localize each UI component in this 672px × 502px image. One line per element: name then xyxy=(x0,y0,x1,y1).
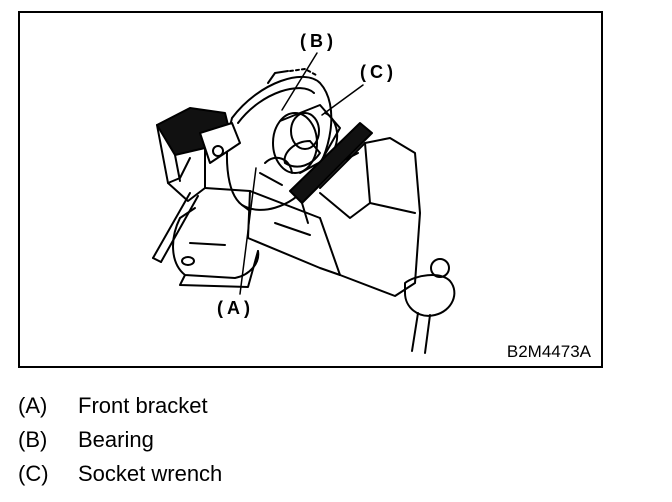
callout-c: (C) xyxy=(360,62,397,82)
callout-b: (B) xyxy=(300,31,337,51)
legend-key: (A) xyxy=(18,393,48,418)
legend: (A) Front bracket (B) Bearing (C) Socket wr… xyxy=(18,391,222,493)
vise-base-drawing xyxy=(172,207,260,288)
legend-item: (B) Bearing xyxy=(18,425,222,459)
legend-item: (C) Socket wrench xyxy=(18,459,222,493)
legend-key: (C) xyxy=(18,461,49,486)
leader-line-b xyxy=(281,52,318,111)
vise-front-jaw xyxy=(247,122,421,297)
legend-label: Socket wrench xyxy=(78,461,223,486)
vise-rear-jaw xyxy=(156,107,251,202)
leader-line-c xyxy=(321,84,364,116)
callout-a: (A) xyxy=(217,298,254,318)
figure-id: B2M4473A xyxy=(506,342,591,361)
legend-item: (A) Front bracket xyxy=(18,391,222,425)
legend-key: (B) xyxy=(18,427,48,452)
figure-frame: (B) (C) (A) B2M4473A xyxy=(18,11,603,368)
vise-handle-right xyxy=(404,258,456,354)
vise-bearing-illustration xyxy=(152,52,456,354)
leader-line-a xyxy=(239,167,257,295)
legend-label: Bearing xyxy=(78,427,154,452)
legend-label: Front bracket xyxy=(78,393,208,418)
vise-handle-left xyxy=(152,192,199,263)
leader-lines xyxy=(239,52,364,295)
